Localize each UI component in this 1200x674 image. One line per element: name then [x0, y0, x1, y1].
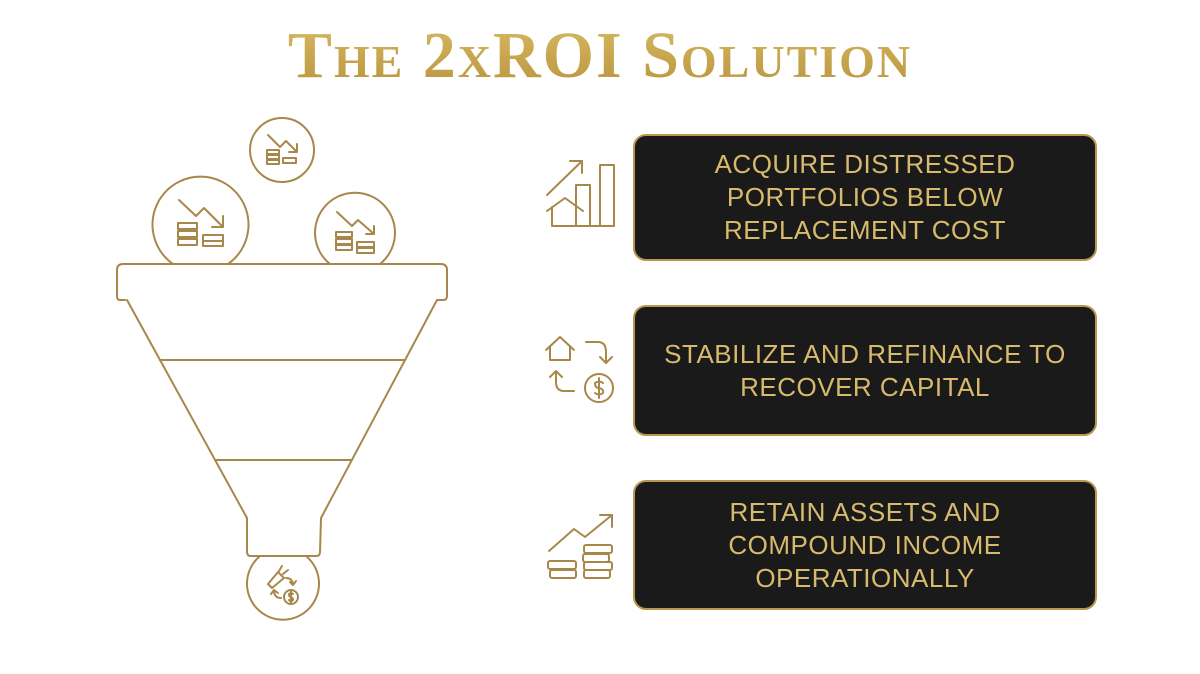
- step-1-box: ACQUIRE DISTRESSED PORTFOLIOS BELOW REPL…: [633, 134, 1097, 261]
- house-growth-chart-icon: [546, 160, 615, 227]
- falling-coin-icon: [151, 175, 250, 265]
- step-3-box: RETAIN ASSETS AND COMPOUND INCOME OPERAT…: [633, 480, 1097, 610]
- step-3-label: RETAIN ASSETS AND COMPOUND INCOME OPERAT…: [728, 496, 1002, 593]
- step-2-label: STABILIZE AND REFINANCE TO RECOVER CAPIT…: [664, 338, 1066, 402]
- page-title: The 2xROI Solution: [0, 18, 1200, 94]
- funnel: [116, 263, 448, 557]
- falling-coin-icon: [249, 117, 315, 183]
- step-1-label: ACQUIRE DISTRESSED PORTFOLIOS BELOW REPL…: [714, 149, 1016, 245]
- coins-growth-icon: [547, 514, 613, 579]
- carrot-dollar-coin-icon: [246, 555, 320, 621]
- step-2-box: STABILIZE AND REFINANCE TO RECOVER CAPIT…: [633, 305, 1097, 436]
- falling-coin-icon: [314, 191, 396, 265]
- house-dollar-cycle-icon: [545, 336, 614, 403]
